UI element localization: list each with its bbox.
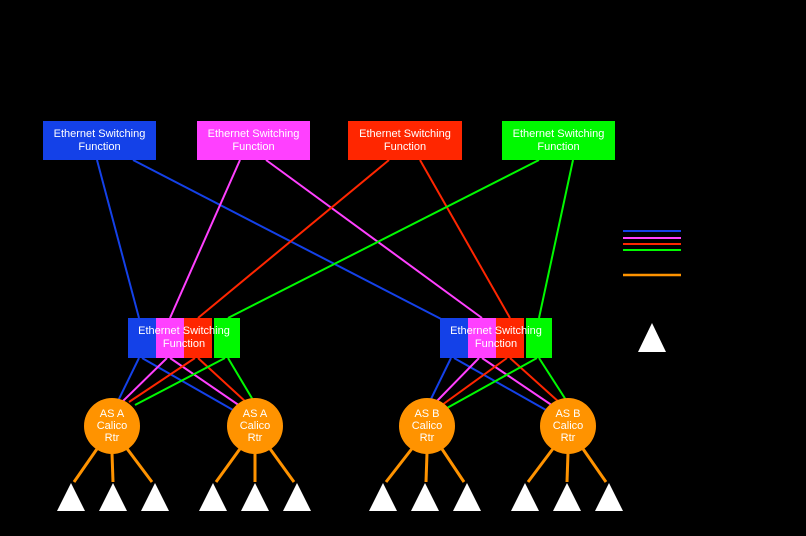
link-router-3-host-3 [438,445,466,483]
link-agg-left-magenta-router-1 [122,357,168,402]
top-switch-green-label: Ethernet Switching Function [512,127,605,153]
link-blue-top-to-agg-left [96,159,140,319]
router-as-b-1-label: AS B Calico Rtr [411,408,443,444]
host-triangle [283,483,311,511]
router-as-a-1-label: AS A Calico Rtr [96,408,128,444]
router-as-a-2-label: AS A Calico Rtr [239,408,271,444]
link-magenta-top-to-agg-right [265,159,483,319]
host-triangle [57,483,85,511]
aggregate-switch-right: Ethernet Switching Function [0,318,552,358]
host-triangle [511,483,539,511]
legend-triangle [638,323,666,352]
link-router-3-host-1 [384,445,416,483]
link-agg-left-blue-router-1 [116,357,140,404]
agg-right-green-segment [526,318,552,358]
link-agg-right-magenta-router-4 [481,357,554,407]
link-agg-left-green-router-2 [227,357,254,401]
router-as-a-2: AS A Calico Rtr [227,398,283,454]
link-agg-right-green-router-4 [538,357,567,401]
link-router-2-host-3 [266,445,296,483]
host-triangle [595,483,623,511]
top-switch-green: Ethernet Switching Function [502,121,615,160]
agg-right-magenta-segment [468,318,496,358]
agg-left-green-segment [214,318,240,358]
link-router-4-host-1 [526,445,557,483]
host-triangle [99,483,127,511]
link-router-1-host-1 [72,445,101,483]
top-switch-magenta-label: Ethernet Switching Function [207,127,300,153]
link-agg-right-blue-router-4 [453,357,547,411]
link-agg-left-red-router-1 [128,357,196,403]
link-router-4-host-2 [565,452,570,483]
agg-left-blue-segment [128,318,156,358]
link-router-1-host-2 [110,452,115,483]
top-switch-blue: Ethernet Switching Function [43,121,156,160]
router-as-b-2-label: AS B Calico Rtr [552,408,584,444]
agg-left-red-segment [184,318,212,358]
agg-right-red-segment [496,318,524,358]
host-triangle [199,483,227,511]
agg-left-label: Ethernet Switching Function [138,325,230,350]
link-green-top-to-agg-left [227,159,540,319]
link-agg-right-red-router-4 [509,357,561,404]
link-agg-left-green-router-1 [134,357,226,406]
link-router-2-host-1 [214,445,244,483]
link-agg-right-magenta-router-3 [435,357,480,403]
link-green-top-to-agg-right [538,159,574,319]
agg-right-blue-segment [440,318,468,358]
link-agg-right-green-router-3 [446,357,538,409]
host-triangle [369,483,397,511]
router-as-b-1: AS B Calico Rtr [399,398,455,454]
host-triangle [453,483,481,511]
link-agg-right-red-router-3 [441,357,508,406]
link-agg-left-red-router-2 [197,357,248,404]
link-router-1-host-3 [123,445,154,483]
host-triangle [141,483,169,511]
router-as-b-2: AS B Calico Rtr [540,398,596,454]
link-router-3-host-2 [424,452,429,483]
link-router-4-host-3 [579,445,608,483]
link-red-top-to-agg-right [419,159,511,319]
link-magenta-top-to-agg-left [169,159,241,319]
host-triangle [553,483,581,511]
top-switch-red: Ethernet Switching Function [348,121,462,160]
agg-right-label: Ethernet Switching Function [450,325,542,350]
agg-left-magenta-segment [156,318,184,358]
top-switch-red-label: Ethernet Switching Function [359,127,451,153]
host-triangle [241,483,269,511]
router-as-a-1: AS A Calico Rtr [84,398,140,454]
link-blue-top-to-agg-right [132,159,446,322]
top-switch-blue-label: Ethernet Switching Function [53,127,146,153]
host-triangle [411,483,439,511]
top-switch-magenta: Ethernet Switching Function [197,121,310,160]
aggregate-switch-left: Ethernet Switching Function [0,318,240,358]
link-red-top-to-agg-left [197,159,390,319]
link-agg-right-blue-router-3 [429,357,452,402]
